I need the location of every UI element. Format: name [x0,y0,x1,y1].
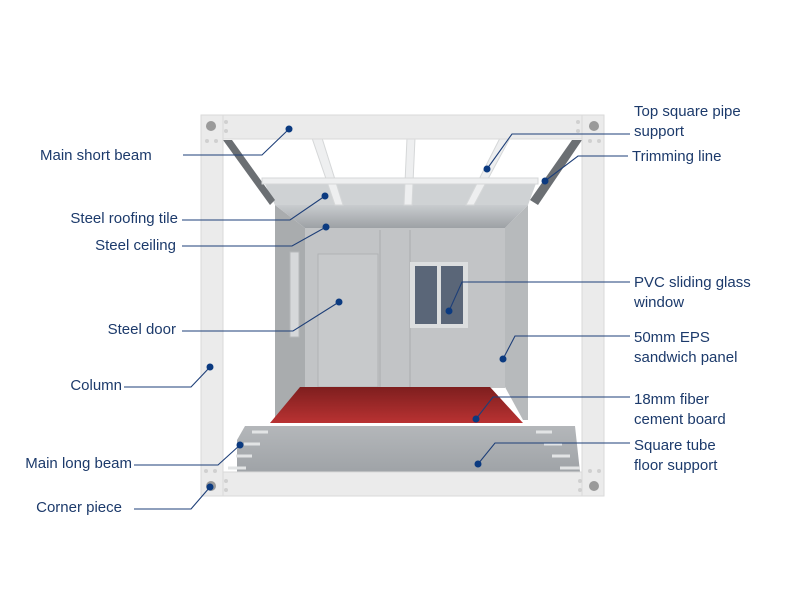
callout-column: Column [70,363,214,394]
fiber-cement-floor [270,387,523,423]
label-steel-door: Steel door [108,321,176,338]
callout-steel-door: Steel door [108,298,343,338]
column-left [200,114,224,497]
callout-steel-ceiling: Steel ceiling [95,223,330,254]
pvc-window-pane-right [441,266,463,324]
callout-trimming-line: Trimming line [541,148,721,185]
pvc-window-pane-left [415,266,437,324]
label-column: Column [70,377,122,394]
label-main-short-beam: Main short beam [40,147,152,164]
steel-frame [200,114,605,497]
label-steel-ceiling: Steel ceiling [95,237,176,254]
callout-steel-roofing-tile: Steel roofing tile [70,192,329,227]
side-window [289,251,300,338]
floor-support [237,426,580,472]
steel-door [317,253,379,388]
main-long-beam-bottom [200,471,605,497]
floor-tube-steps [228,430,580,470]
label-trimming-line: Trimming line [632,148,721,165]
right-side-wall [505,205,528,420]
house-interior [223,137,582,472]
callout-main-long-beam: Main long beam [25,441,244,472]
callout-corner-piece: Corner piece [36,483,214,516]
main-short-beam-top [200,114,605,140]
trimming-line-left [223,140,275,205]
label-corner-piece: Corner piece [36,499,122,516]
steel-ceiling [275,205,528,228]
corner-pieces [204,120,601,492]
column-right [581,114,605,497]
label-steel-roofing-tile: Steel roofing tile [70,210,178,227]
callout-main-short-beam: Main short beam [40,125,293,164]
label-main-long-beam: Main long beam [25,455,132,472]
